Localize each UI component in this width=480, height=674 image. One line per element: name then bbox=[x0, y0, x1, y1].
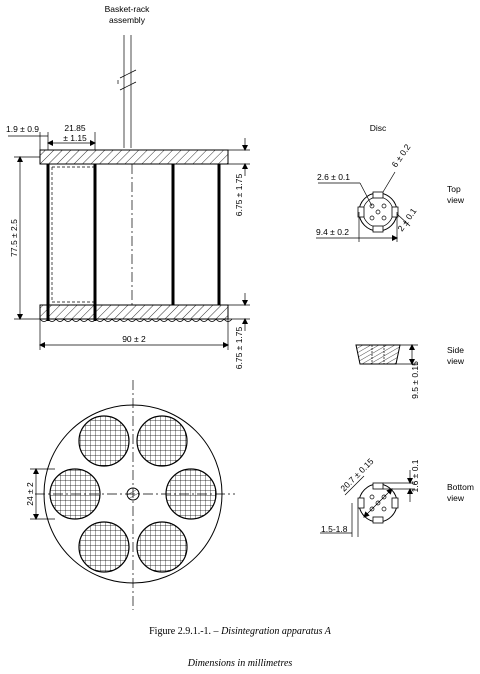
side-view-label-1: Side bbox=[447, 345, 464, 355]
dim-1-5: 1.5-1.8 bbox=[321, 524, 348, 534]
dim-2: 2 ± 0.1 bbox=[395, 206, 418, 233]
dim-21-85-a: 21.85 bbox=[64, 123, 86, 133]
dim-21-85-b: ± 1.15 bbox=[63, 133, 87, 143]
basket-rack-plan-view: 24 ± 2 bbox=[25, 380, 235, 610]
figure-caption-prefix: Figure 2.9.1.-1. – bbox=[149, 626, 221, 637]
dim-77-5: 77.5 ± 2.5 bbox=[9, 219, 19, 257]
side-view-label-2: view bbox=[447, 356, 465, 366]
dim-9-5: 9.5 ± 0.15 bbox=[410, 361, 420, 399]
figure-caption-title: Disintegration apparatus A bbox=[220, 626, 332, 637]
dim-90: 90 ± 2 bbox=[122, 334, 146, 344]
basket-rack-label-line1: Basket-rack bbox=[105, 4, 151, 14]
dim-20-7: 20.7 ± 0.15 bbox=[338, 456, 375, 493]
basket-rack-front-view: Basket-rack assembly 1.9 ± 0.9 2 bbox=[6, 4, 250, 369]
bottom-view-label-2: view bbox=[447, 493, 465, 503]
bottom-view-label-1: Bottom bbox=[447, 482, 474, 492]
basket-rack-label-line2: assembly bbox=[109, 15, 146, 25]
figure-caption: Figure 2.9.1.-1. – Disintegration appara… bbox=[149, 626, 332, 637]
dim-6-75-bottom: 6.75 ± 1.75 bbox=[234, 326, 244, 369]
dim-6-75-top: 6.75 ± 1.75 bbox=[234, 173, 244, 216]
disc-label: Disc bbox=[370, 123, 387, 133]
dim-9-4: 9.4 ± 0.2 bbox=[316, 227, 349, 237]
dim-1-6: 1.6 ± 0.1 bbox=[410, 459, 420, 492]
dim-1-9: 1.9 ± 0.9 bbox=[6, 124, 39, 134]
dim-2-6: 2.6 ± 0.1 bbox=[317, 172, 350, 182]
disc-top-view: 2.6 ± 0.1 6 ± 0.2 2 ± 0.1 9.4 ± 0.2 Top … bbox=[316, 142, 465, 242]
top-view-label-1: Top bbox=[447, 184, 461, 194]
top-view-label-2: view bbox=[447, 195, 465, 205]
disc-side-view: 9.5 ± 0.15 Side view bbox=[355, 344, 465, 399]
dim-6: 6 ± 0.2 bbox=[389, 142, 412, 169]
dim-24: 24 ± 2 bbox=[25, 482, 35, 506]
figure-units: Dimensions in millimetres bbox=[187, 658, 293, 669]
disc-bottom-view: 20.7 ± 0.15 1.6 ± 0.1 1.5-1.8 Bottom vie… bbox=[320, 456, 474, 537]
